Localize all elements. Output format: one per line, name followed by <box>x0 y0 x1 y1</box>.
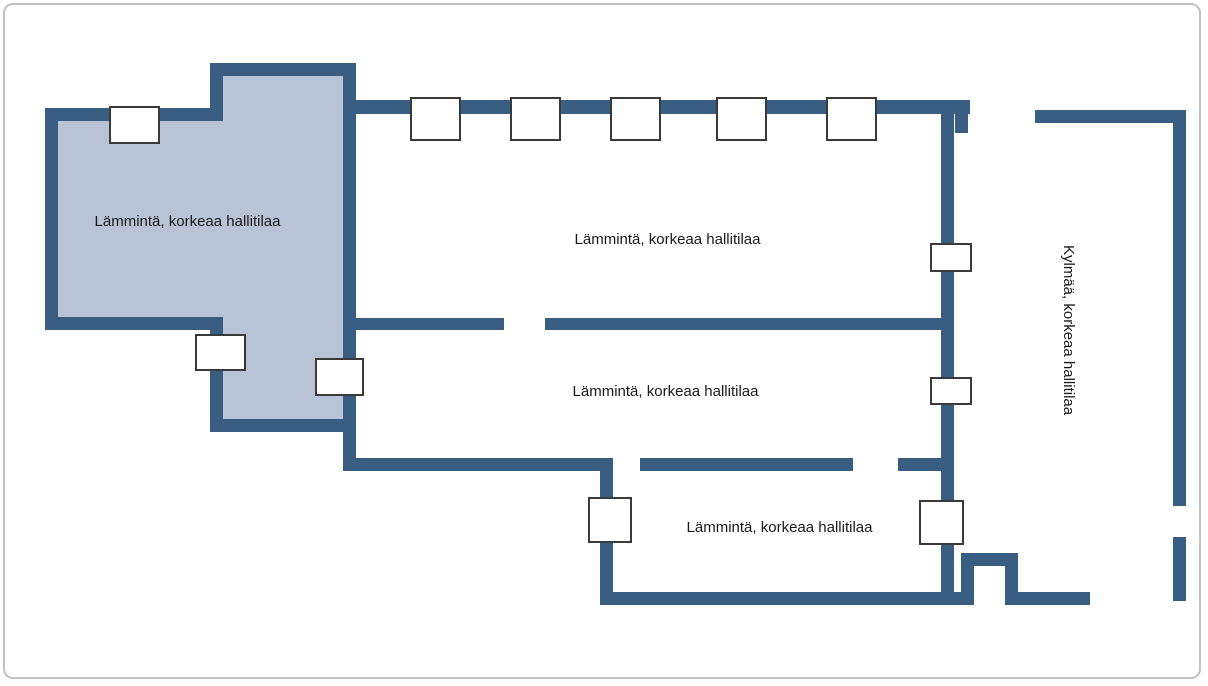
hall-1-label: Lämmintä, korkeaa hallitilaa <box>574 231 761 248</box>
wall-outer-right-upper <box>1173 110 1186 506</box>
window-top-3 <box>610 97 661 141</box>
window-top-2 <box>510 97 561 141</box>
wall-cold-hall-top <box>1035 110 1186 123</box>
wall-divider1-right <box>545 318 941 330</box>
window-top-5 <box>826 97 877 141</box>
left-hall-region <box>50 113 350 325</box>
wall-bottom-right-span <box>1005 592 1090 605</box>
door-right-wall-lower <box>930 377 972 405</box>
door-right-wall-upper <box>930 243 972 272</box>
door-hall3-right <box>919 500 964 545</box>
cold-hall-label: Kylmää, korkeaa hallitilaa <box>1060 244 1077 416</box>
window-top-1 <box>410 97 461 141</box>
wall-center-right <box>941 100 954 605</box>
window-left-hall-top <box>109 106 160 144</box>
door-hall3-left <box>588 497 632 543</box>
wall-divider2-right <box>898 458 941 471</box>
wall-divider2-middle <box>640 458 853 471</box>
hall-3-label: Lämmintä, korkeaa hallitilaa <box>686 519 873 536</box>
wall-left-hall-lower-bottom <box>210 419 356 432</box>
wall-left-hall-left <box>45 108 58 330</box>
door-left-hall-right <box>315 358 364 396</box>
wall-divider1-left <box>356 318 504 330</box>
left-hall-label: Lämmintä, korkeaa hallitilaa <box>94 213 281 230</box>
wall-left-hall-bottom <box>45 317 223 330</box>
door-left-hall-bottom <box>195 334 246 371</box>
wall-topright-stub <box>955 114 968 133</box>
window-top-4 <box>716 97 767 141</box>
outer-frame <box>3 3 1201 679</box>
wall-notch-left <box>961 553 974 605</box>
wall-left-hall-protrusion-top <box>210 63 356 76</box>
wall-bottom-left-span <box>600 592 974 605</box>
wall-notch-top <box>961 553 1018 566</box>
hall-2-label: Lämmintä, korkeaa hallitilaa <box>572 383 759 400</box>
wall-outer-right-lower <box>1173 537 1186 601</box>
wall-divider2-left <box>343 458 613 471</box>
wall-left-hall-protrusion-left <box>210 63 223 121</box>
wall-left-hall-right <box>343 63 356 432</box>
